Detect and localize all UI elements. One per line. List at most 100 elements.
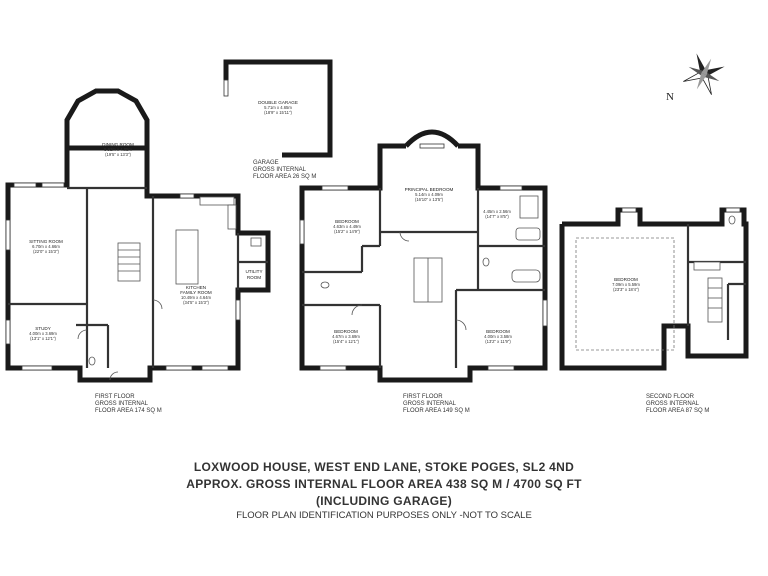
garage-door bbox=[223, 79, 229, 97]
bedroom-2-metric: 4.67m x 3.69m bbox=[332, 334, 360, 339]
bedroom-4-imperial: (23'3" x 18'4") bbox=[613, 287, 639, 292]
study-front-window bbox=[21, 365, 53, 371]
utility-sink bbox=[250, 237, 262, 247]
dining-room-bay-wall bbox=[64, 88, 150, 151]
kitchen-front-window bbox=[165, 365, 193, 371]
sitting-room-window bbox=[41, 182, 65, 188]
second-floor-label: SECOND FLOOR bbox=[646, 394, 695, 400]
total-floor-area: APPROX. GROSS INTERNAL FLOOR AREA 438 SQ… bbox=[186, 477, 582, 491]
principal-door-swing bbox=[399, 231, 410, 242]
garage-area-gross: GROSS INTERNAL bbox=[253, 167, 307, 173]
principal-window bbox=[419, 143, 445, 149]
ground-floor-area: FLOOR AREA 174 SQ M bbox=[95, 408, 162, 414]
second-floor-outer-wall bbox=[559, 207, 749, 371]
second-floor-gross: GROSS INTERNAL bbox=[646, 401, 700, 407]
wc-toilet bbox=[88, 356, 96, 366]
bath bbox=[511, 269, 541, 283]
bedroom-2-imperial: (15'4" x 12'1") bbox=[333, 339, 359, 344]
dining-room-name: DINING ROOM bbox=[102, 142, 134, 147]
bedroom-3-metric: 4.00m x 3.58m bbox=[484, 334, 512, 339]
study-window bbox=[5, 319, 11, 345]
dressing-window bbox=[499, 185, 523, 191]
bedroom-side-window bbox=[299, 219, 305, 245]
first-floor-label: FIRST FLOOR bbox=[403, 394, 443, 400]
ground-floor-gross: GROSS INTERNAL bbox=[95, 401, 149, 407]
bedroom-1-metric: 4.63m x 4.49m bbox=[333, 224, 361, 229]
ensuite-bath bbox=[515, 227, 541, 241]
bedroom-4-metric: 7.09m x 5.59m bbox=[612, 282, 640, 287]
study-door-swing bbox=[77, 329, 88, 340]
second-floor-plan: BEDROOM 7.09m x 5.59m (23'3" x 18'4") SE… bbox=[559, 207, 749, 414]
wc-toilet bbox=[320, 281, 330, 289]
bedroom-door-swing bbox=[455, 319, 467, 331]
compass-needle bbox=[696, 72, 707, 90]
dormer-window bbox=[621, 207, 637, 213]
kitchen-worktop bbox=[199, 196, 235, 206]
wc-toilet bbox=[482, 257, 490, 267]
ground-floor-label: FIRST FLOOR bbox=[95, 394, 135, 400]
compass-rose-icon: N bbox=[666, 53, 725, 103]
bedroom-side-window bbox=[542, 299, 548, 327]
bedroom-3-imperial: (13'2" x 11'9") bbox=[485, 339, 511, 344]
bedroom-1-imperial: (15'2" x 14'9") bbox=[334, 229, 360, 234]
kitchen-rear-window bbox=[179, 193, 195, 199]
bedroom-door-swing bbox=[351, 304, 363, 316]
compass-needle bbox=[696, 53, 706, 74]
ground-floor-plan: DINING ROOM 5.92m x 4.05m (19'5" x 13'3"… bbox=[5, 88, 271, 414]
disclaimer: FLOOR PLAN IDENTIFICATION PURPOSES ONLY … bbox=[236, 510, 532, 521]
principal-bay-wall bbox=[404, 129, 460, 148]
ground-floor-outer-wall bbox=[5, 148, 271, 383]
first-floor-outer-wall bbox=[299, 143, 548, 383]
bedroom-2-name: BEDROOM bbox=[334, 329, 358, 334]
principal-bedroom-metric: 5.14m x 4.09m bbox=[415, 192, 443, 197]
dressing-imperial: (14'7" x 8'5") bbox=[485, 214, 509, 219]
compass-needle bbox=[701, 58, 712, 76]
plan-caption: LOXWOOD HOUSE, WEST END LANE, STOKE POGE… bbox=[0, 459, 768, 521]
garage-imperial: (18'9" x 15'11") bbox=[264, 110, 292, 115]
second-floor-area: FLOOR AREA 87 SQ M bbox=[646, 408, 709, 414]
garage-plan: DOUBLE GARAGE 5.71m x 4.65m (18'9" x 15'… bbox=[223, 59, 333, 180]
bedroom-4-name: BEDROOM bbox=[614, 277, 638, 282]
first-floor-area: FLOOR AREA 149 SQ M bbox=[403, 408, 470, 414]
kitchen-name: KITCHEN bbox=[186, 285, 206, 290]
ground-staircase bbox=[117, 242, 141, 282]
sitting-room-imperial: (22'0" x 15'3") bbox=[33, 249, 59, 254]
dormer-window bbox=[725, 207, 741, 213]
first-floor-gross: GROSS INTERNAL bbox=[403, 401, 457, 407]
sitting-room-side-window bbox=[5, 219, 11, 251]
compass-north-label: N bbox=[666, 91, 674, 103]
study-metric: 4.00m x 3.69m bbox=[29, 331, 57, 336]
dressing-metric: 4.45m x 2.56m bbox=[483, 209, 511, 214]
dressing-wardrobe bbox=[519, 195, 539, 219]
study-name: STUDY bbox=[35, 326, 51, 331]
front-door-swing bbox=[109, 371, 119, 381]
kitchen-metric: 10.49m x 4.64m bbox=[181, 295, 212, 300]
bedroom-3-name: BEDROOM bbox=[486, 329, 510, 334]
dining-room-metric: 5.92m x 4.05m bbox=[104, 147, 132, 152]
restricted-head-height-line bbox=[575, 237, 675, 351]
kitchen-island bbox=[175, 229, 199, 285]
bedroom-front-window bbox=[319, 365, 347, 371]
sitting-room-window bbox=[13, 182, 37, 188]
including-garage-note: (INCLUDING GARAGE) bbox=[315, 494, 453, 508]
study-imperial: (13'1" x 12'1") bbox=[30, 336, 56, 341]
garage-metric: 5.71m x 4.65m bbox=[264, 105, 292, 110]
garage-name: DOUBLE GARAGE bbox=[258, 100, 298, 105]
bathroom-unit bbox=[693, 261, 721, 271]
second-floor-staircase bbox=[707, 277, 723, 323]
compass-needle bbox=[688, 66, 706, 77]
kitchen-front-window bbox=[201, 365, 229, 371]
utility-room-name: UTILITY bbox=[245, 269, 262, 274]
dining-room-imperial: (19'5" x 13'3") bbox=[105, 152, 131, 157]
garage-area-label: GARAGE bbox=[253, 160, 279, 166]
principal-bedroom-name: PRINCIPAL BEDROOM bbox=[405, 187, 454, 192]
principal-bedroom-imperial: (16'10" x 13'5") bbox=[415, 197, 444, 202]
kitchen-side-window bbox=[235, 299, 241, 321]
first-floor-plan: BEDROOM 4.63m x 4.49m (15'2" x 14'9") PR… bbox=[299, 129, 548, 414]
compass-needle bbox=[702, 71, 720, 82]
kitchen-door-swing bbox=[152, 299, 163, 310]
compass-needle bbox=[704, 66, 725, 76]
garage-outer-wall bbox=[223, 59, 333, 158]
sitting-room-metric: 6.70m x 4.66m bbox=[32, 244, 60, 249]
